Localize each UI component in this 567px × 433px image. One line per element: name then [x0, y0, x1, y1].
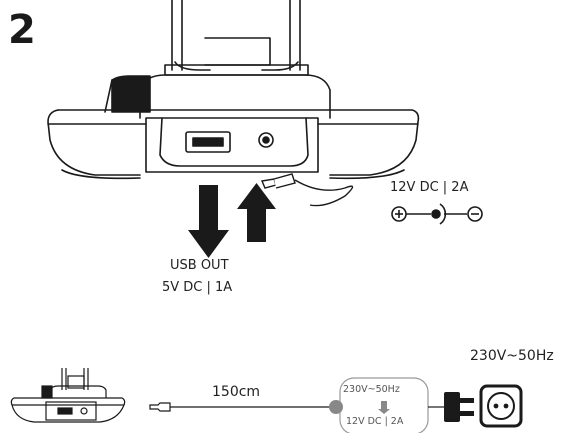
polarity-symbol	[391, 203, 483, 225]
mains-voltage-label: 230V~50Hz	[470, 348, 554, 364]
device-stand	[164, 0, 309, 76]
usb-out-rating: 5V DC | 1A	[162, 280, 233, 295]
power-adapter	[329, 377, 444, 433]
wall-socket	[479, 384, 523, 428]
dc-plug	[261, 173, 354, 207]
small-device	[10, 368, 126, 423]
dc-in-arrow	[237, 183, 276, 242]
adapter-input-label: 230V~50Hz	[343, 384, 400, 395]
mains-plug	[444, 392, 474, 422]
device-body	[47, 74, 420, 180]
dc-jack	[258, 132, 274, 148]
usb-port	[185, 131, 231, 153]
cable-length-label: 150cm	[212, 384, 261, 400]
usb-out-arrow	[188, 185, 229, 258]
step-number: 2	[8, 7, 36, 53]
adapter-output-label: 12V DC | 2A	[346, 416, 404, 427]
power-cable	[149, 402, 336, 412]
usb-out-title: USB OUT	[170, 258, 229, 273]
dc-input-rating: 12V DC | 2A	[390, 180, 469, 195]
